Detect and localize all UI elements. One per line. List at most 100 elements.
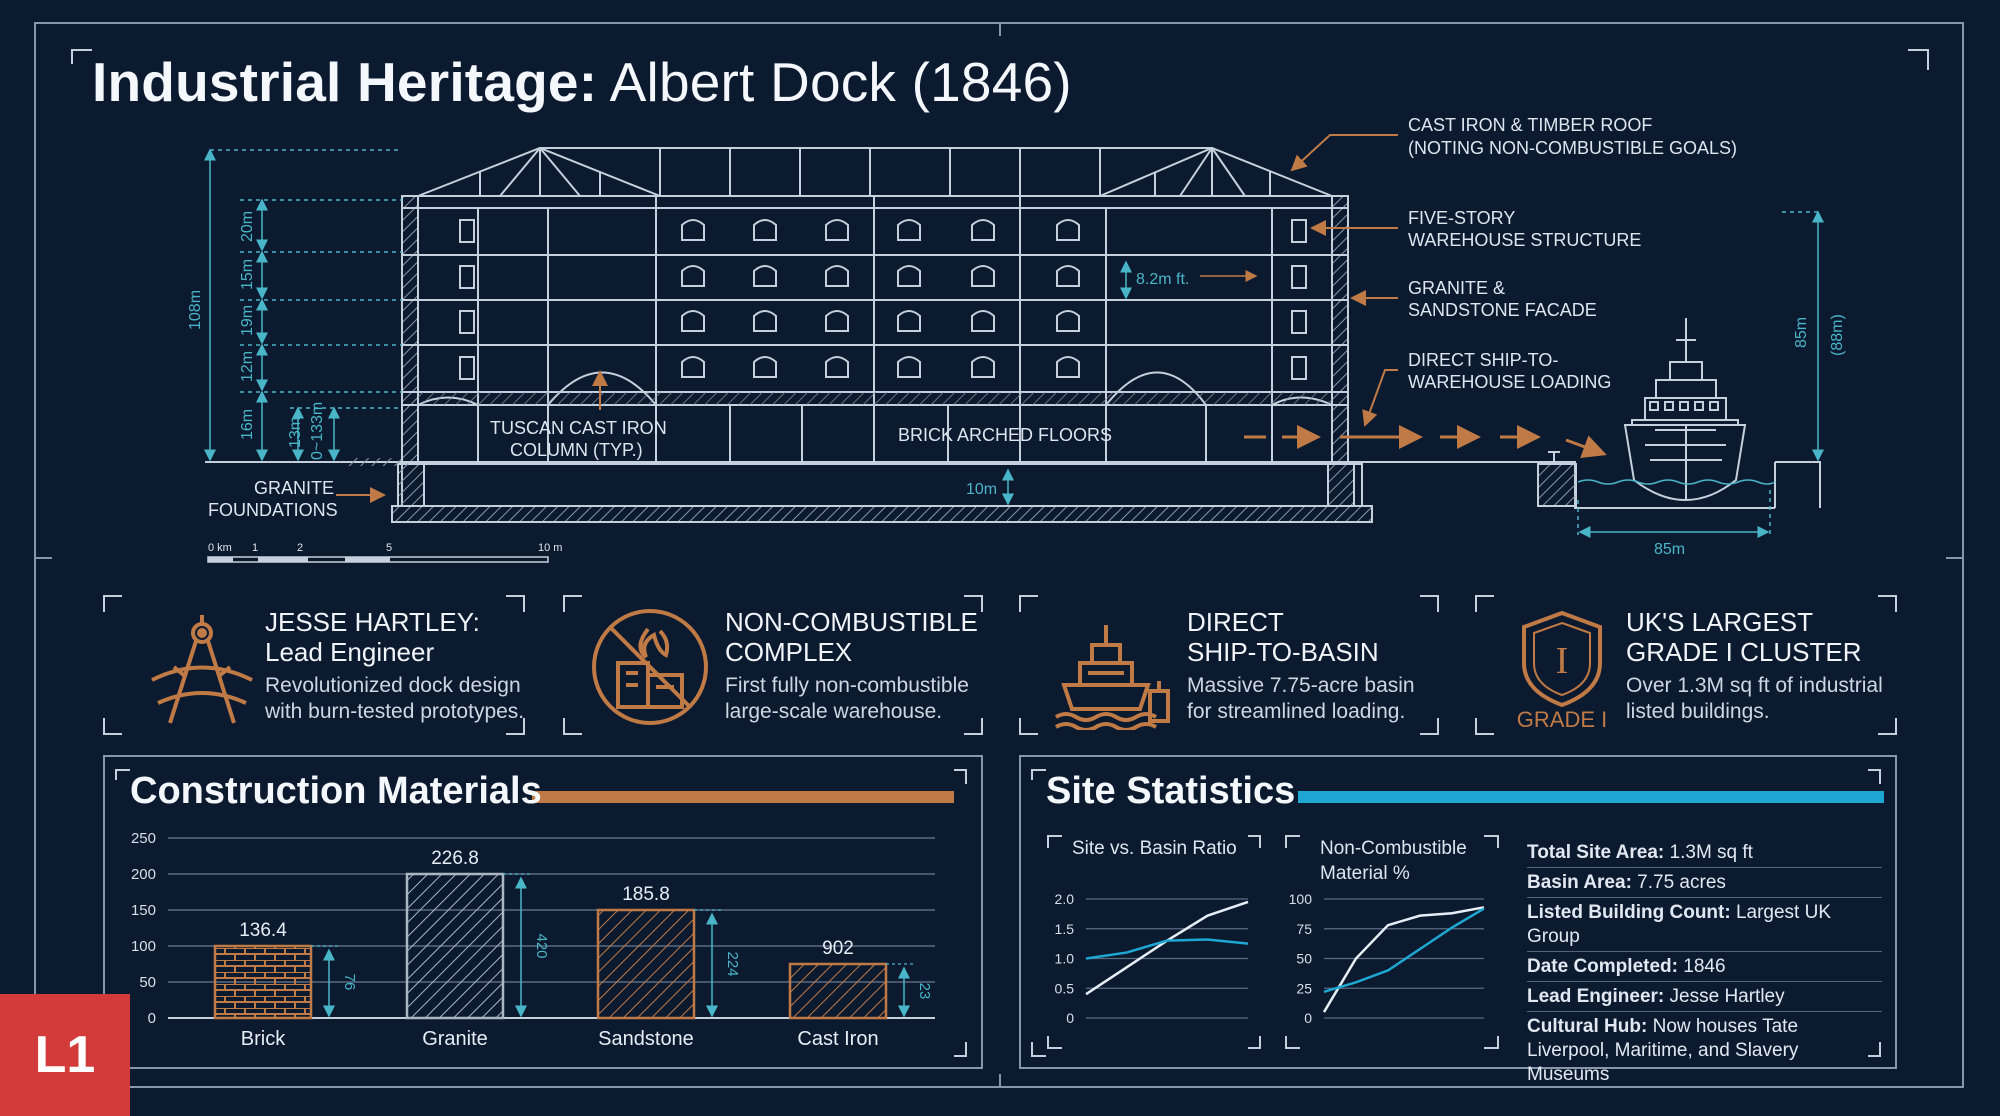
card-corner <box>1878 718 1897 735</box>
shield-caption: GRADE I <box>1517 707 1607 730</box>
side-window <box>1291 356 1307 380</box>
callout-five-story-2: WAREHOUSE STRUCTURE <box>1408 230 1641 250</box>
category-label: Granite <box>422 1028 488 1050</box>
category-label: Cast Iron <box>797 1028 878 1050</box>
window <box>897 219 921 241</box>
callout-loading: DIRECT SHIP-TO- <box>1408 350 1558 370</box>
scale-5: 5 <box>386 542 392 554</box>
y-tick-label: 100 <box>131 938 156 955</box>
card-corner <box>506 595 525 612</box>
bar-brick <box>213 944 313 1020</box>
window <box>1056 219 1080 241</box>
ship-illustration <box>1623 318 1747 501</box>
window <box>681 356 705 378</box>
y-tick-label: 200 <box>131 866 156 883</box>
scale-2: 2 <box>297 542 303 554</box>
card-corner <box>964 718 983 735</box>
stats-panel-title: Site Statistics <box>1046 770 1296 812</box>
dimension-lines-left <box>204 148 402 462</box>
window <box>753 265 777 287</box>
window <box>1056 310 1080 332</box>
window <box>1056 265 1080 287</box>
stat-basin-area: Basin Area: 7.75 acres <box>1527 868 1882 898</box>
y-tick-label: 75 <box>1296 921 1312 937</box>
card-corner <box>1475 595 1494 612</box>
y-tick-label: 0 <box>1066 1010 1074 1026</box>
y-tick-label: 50 <box>139 974 156 991</box>
window <box>681 265 705 287</box>
callout-roof: CAST IRON & TIMBER ROOF <box>1408 115 1652 135</box>
card-corner <box>103 595 122 612</box>
card-corner <box>1019 595 1038 612</box>
scale-0: 0 km <box>208 542 232 554</box>
window <box>1056 356 1080 378</box>
panel-frames <box>103 755 1897 1069</box>
loading-arrows <box>1244 425 1607 459</box>
bar-value-label: 185.8 <box>622 884 670 905</box>
warehouse-building <box>401 146 1349 463</box>
window <box>753 219 777 241</box>
side-window <box>459 265 475 289</box>
stat-listed-buildings: Listed Building Count: Largest UK Group <box>1527 898 1882 952</box>
card-non-combustible: NON-COMBUSTIBLE COMPLEX First fully non-… <box>568 595 988 735</box>
y-tick-label: 100 <box>1289 891 1313 907</box>
bar-side-label: 224 <box>724 951 741 976</box>
window <box>897 265 921 287</box>
window <box>971 219 995 241</box>
card-corner <box>1878 595 1897 612</box>
dim-basement-range: 0~133m <box>309 402 326 460</box>
category-label: Sandstone <box>598 1028 694 1050</box>
bar-cast-iron <box>788 962 888 1020</box>
dim-floor-5: 20m <box>239 211 256 242</box>
no-fire-icon <box>592 609 708 725</box>
card-corner <box>1475 718 1494 735</box>
side-window <box>459 219 475 243</box>
bar-value-label: 902 <box>822 938 854 959</box>
callout-facade: GRANITE & <box>1408 278 1505 298</box>
side-window <box>1291 310 1307 334</box>
window <box>681 310 705 332</box>
card-grade-one: I GRADE I UK'S LARGEST GRADE I CLUSTER O… <box>1480 595 1900 735</box>
bar-granite <box>405 872 505 1020</box>
card-corner <box>1420 718 1439 735</box>
side-window <box>1291 219 1307 243</box>
callout-leaders <box>336 134 1398 503</box>
scale-10: 10 m <box>538 542 562 554</box>
dim-floor-1: 16m <box>239 409 256 440</box>
stat-cultural-hub: Cultural Hub: Now houses Tate Liverpool,… <box>1527 1016 1799 1085</box>
y-tick-label: 25 <box>1296 980 1312 996</box>
y-tick-label: 50 <box>1296 951 1312 967</box>
window <box>971 265 995 287</box>
y-tick-label: 150 <box>131 902 156 919</box>
dim-floor-2: 12m <box>239 351 256 382</box>
callout-column-2: COLUMN (TYP.) <box>510 440 643 460</box>
callout-foundations-2: FOUNDATIONS <box>208 500 338 520</box>
y-tick-label: 0 <box>148 1010 156 1027</box>
callout-roof-note: (NOTING NON-COMBUSTIBLE GOALS) <box>1408 138 1737 158</box>
card-brackets <box>103 595 1897 735</box>
series-line-1 <box>1322 906 1485 1013</box>
card-corner <box>506 718 525 735</box>
dim-overall-height: 108m <box>187 290 204 330</box>
y-tick-label: 1.0 <box>1055 951 1075 967</box>
callout-loading-2: WAREHOUSE LOADING <box>1408 372 1611 392</box>
card-subtitle: GRADE I CLUSTER <box>1626 637 1862 667</box>
materials-title-rule <box>532 791 954 803</box>
windows <box>459 219 1307 380</box>
brick-arched-floor-band <box>418 392 1332 405</box>
window <box>753 356 777 378</box>
window <box>825 219 849 241</box>
shield-numeral: I <box>1556 640 1569 682</box>
card-corner <box>1420 595 1439 612</box>
stat-lead-engineer: Lead Engineer: Jesse Hartley <box>1527 982 1882 1012</box>
callout-column: TUSCAN CAST IRON <box>490 418 667 438</box>
side-window <box>1291 265 1307 289</box>
dim-floor-height: 8.2m ft. <box>1136 271 1189 288</box>
window <box>825 310 849 332</box>
y-tick-label: 2.0 <box>1055 891 1075 907</box>
card-title: JESSE HARTLEY: <box>265 607 480 637</box>
